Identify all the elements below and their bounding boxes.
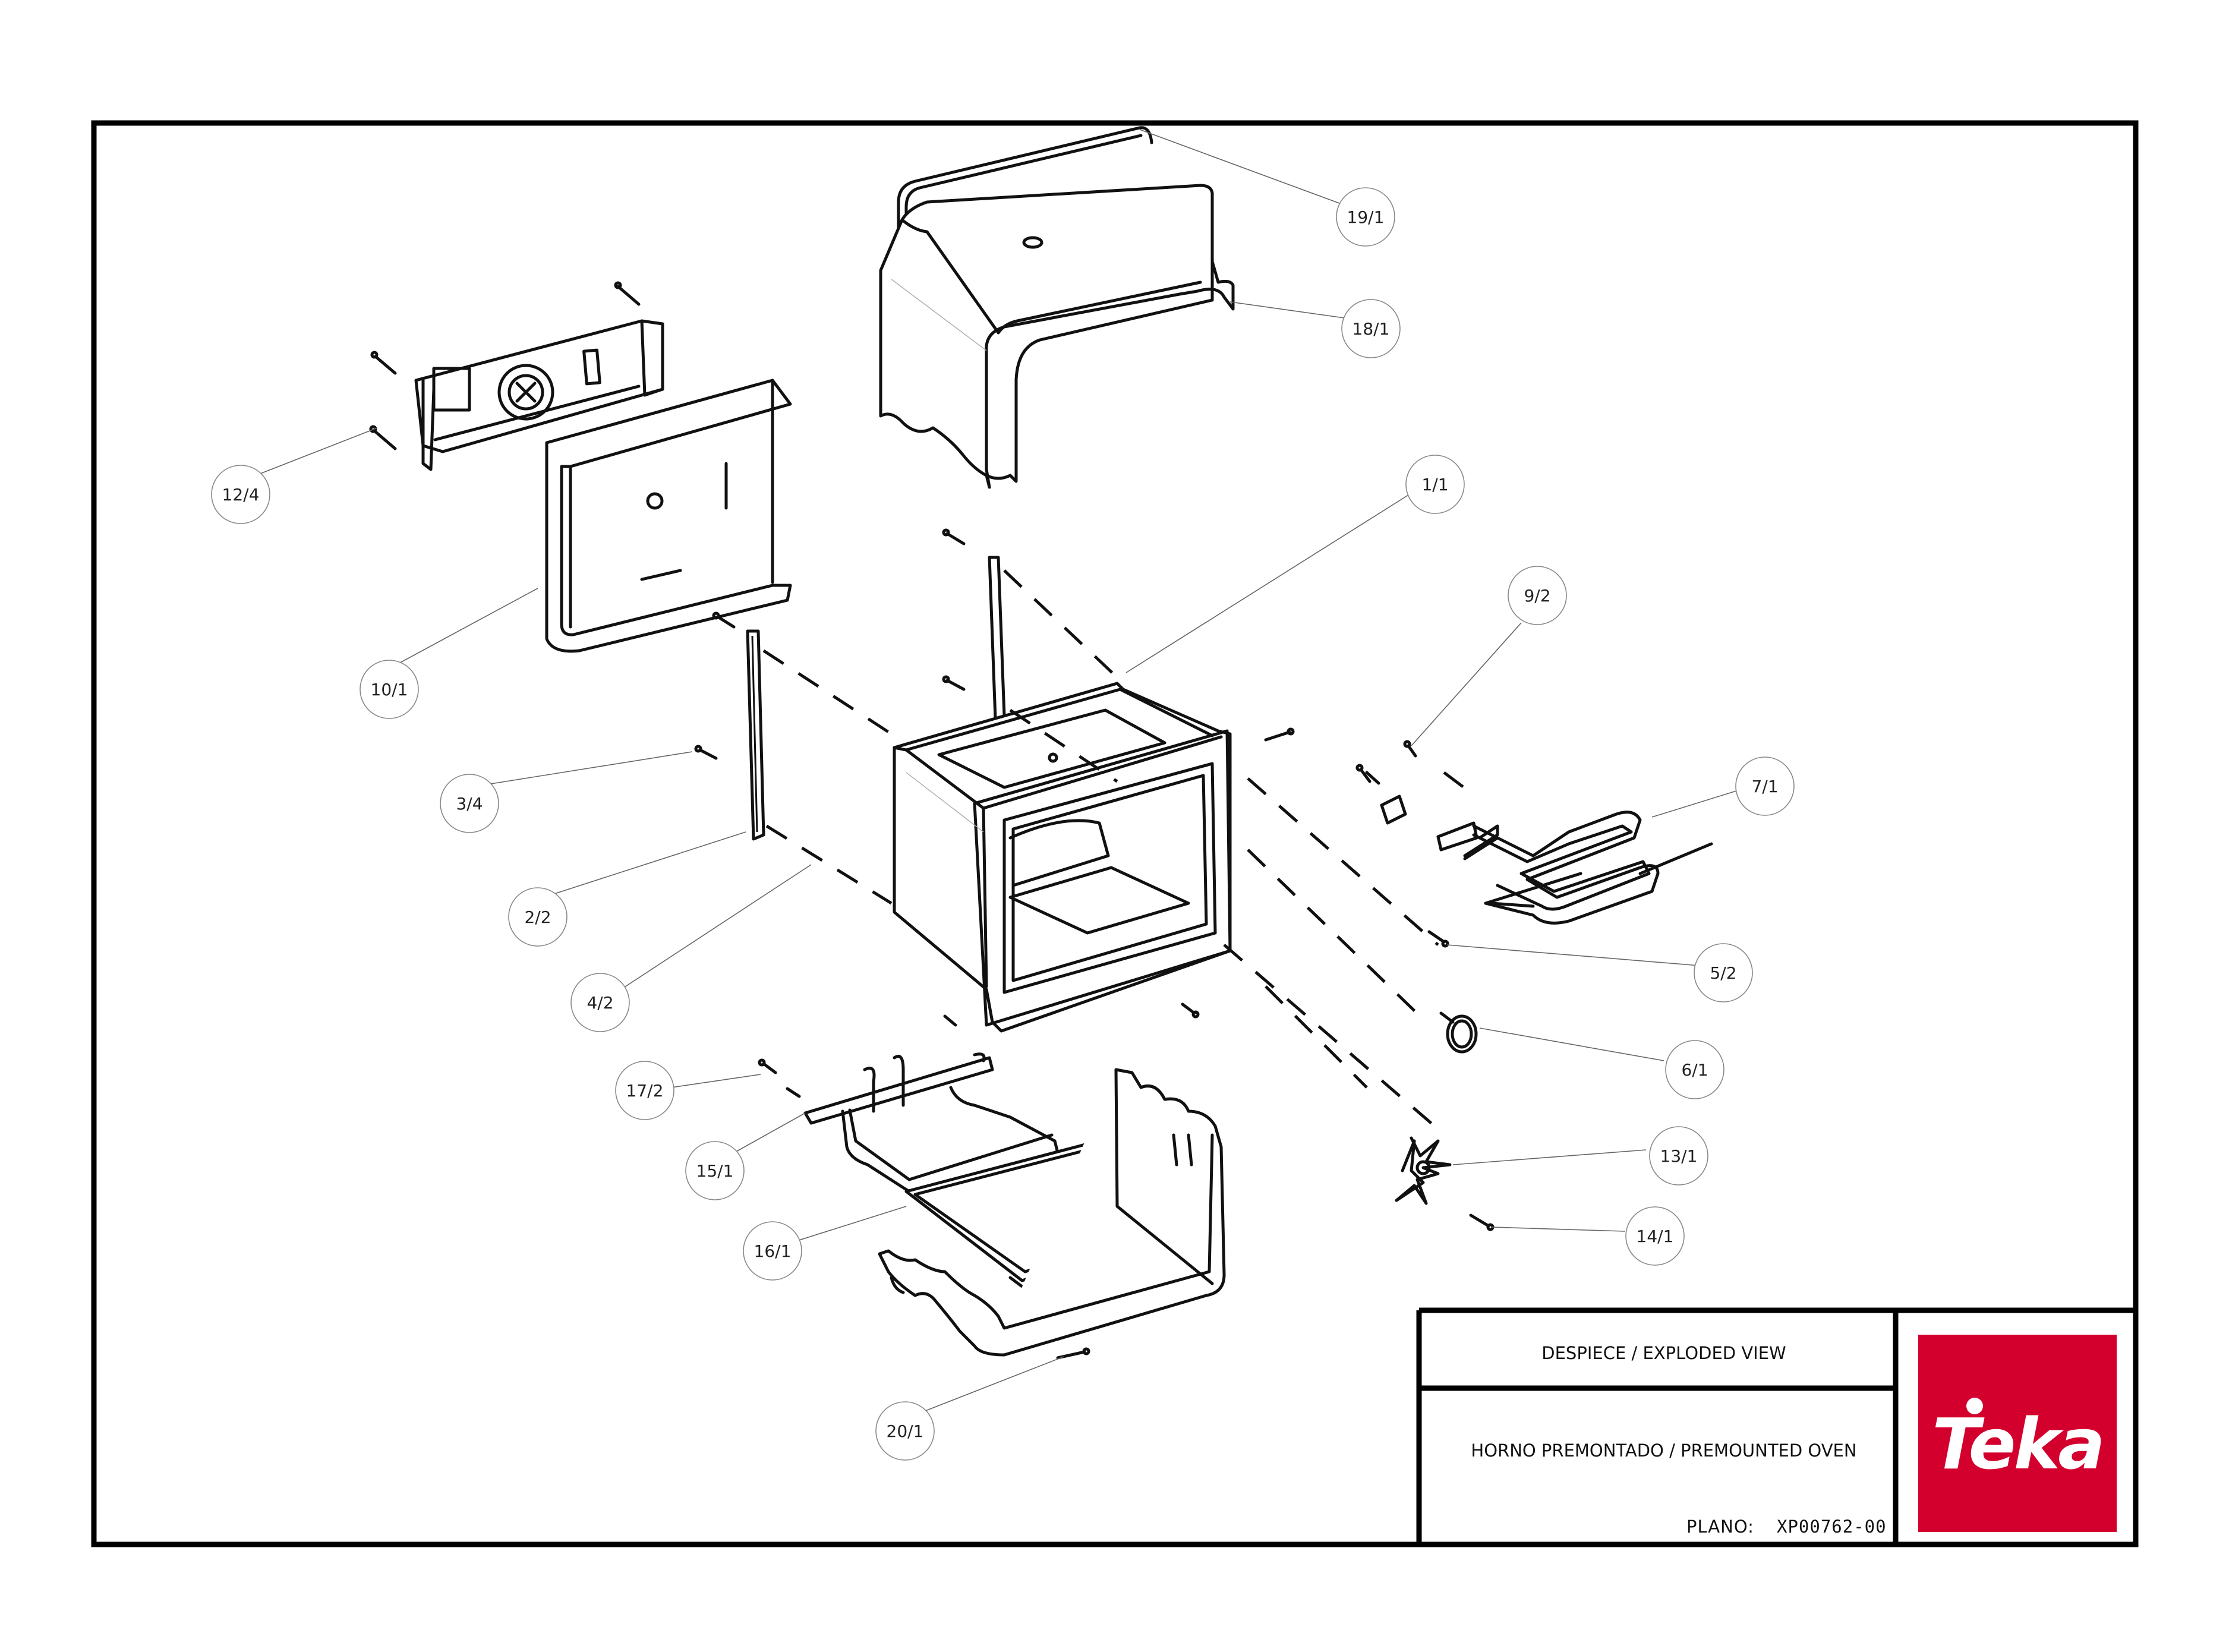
part-2-2-left-rail <box>694 611 765 841</box>
callout-17-2: 17/2 <box>615 1061 674 1120</box>
part-12-4-rear-plate <box>369 281 664 471</box>
callout-3-4: 3/4 <box>440 774 499 833</box>
callout-label: 2/2 <box>524 907 551 927</box>
leader-lines <box>243 129 1739 1412</box>
callout-label: 14/1 <box>1637 1227 1674 1246</box>
callout-label: 9/2 <box>1524 586 1550 606</box>
callout-7-1: 7/1 <box>1735 756 1795 816</box>
part-bottom-housing <box>878 1068 1226 1357</box>
teka-logo: Teka <box>1918 1335 2117 1532</box>
callout-label: 10/1 <box>371 680 408 699</box>
title-block-description: HORNO PREMONTADO / PREMOUNTED OVEN <box>1471 1440 1857 1461</box>
callout-label: 15/1 <box>696 1161 734 1181</box>
callout-label: 18/1 <box>1352 319 1390 339</box>
callout-19-1: 19/1 <box>1336 187 1395 247</box>
callout-18-1: 18/1 <box>1341 299 1401 358</box>
assembly-dash-lines <box>762 569 1469 1130</box>
callout-5-2: 5/2 <box>1694 943 1753 1002</box>
part-13-1-fan <box>1395 1136 1452 1205</box>
callout-6-1: 6/1 <box>1665 1040 1724 1099</box>
callout-label: 7/1 <box>1751 777 1778 796</box>
part-10-1-rear-panel <box>545 379 792 653</box>
part-bracket <box>1365 771 1407 825</box>
callout-12-4: 12/4 <box>211 465 270 524</box>
callout-4-2: 4/2 <box>570 973 630 1032</box>
callout-label: 13/1 <box>1660 1146 1698 1166</box>
screws <box>758 727 1495 1360</box>
callout-9-2: 9/2 <box>1508 566 1567 625</box>
callout-label: 20/1 <box>887 1421 924 1441</box>
callout-label: 17/2 <box>626 1081 664 1101</box>
callout-13-1: 13/1 <box>1649 1126 1708 1186</box>
callout-label: 16/1 <box>754 1241 792 1261</box>
callout-label: 3/4 <box>456 794 483 814</box>
part-6-1-thermostat <box>1439 1011 1478 1054</box>
callout-16-1: 16/1 <box>743 1221 802 1281</box>
teka-logo-text: Teka <box>1932 1403 2102 1485</box>
plano-label: PLANO: <box>1686 1517 1754 1537</box>
callout-10-1: 10/1 <box>360 660 419 719</box>
callout-label: 1/1 <box>1421 475 1448 494</box>
callout-1-1: 1/1 <box>1405 455 1465 514</box>
callout-2-2: 2/2 <box>508 887 568 947</box>
callout-label: 6/1 <box>1681 1060 1708 1080</box>
callout-label: 4/2 <box>587 993 613 1013</box>
plano-code: XP00762-00 <box>1777 1517 1887 1537</box>
callout-15-1: 15/1 <box>685 1141 745 1200</box>
title-block-heading: DESPIECE / EXPLODED VIEW <box>1541 1343 1786 1363</box>
part-right-rail <box>942 528 1006 721</box>
callout-14-1: 14/1 <box>1625 1206 1685 1266</box>
callout-20-1: 20/1 <box>875 1401 935 1461</box>
callout-label: 19/1 <box>1347 207 1385 227</box>
title-block <box>1416 1307 2136 1544</box>
teka-logo-mark: Teka <box>1932 1398 2105 1485</box>
part-18-1-top-cover <box>879 184 1235 489</box>
callout-label: 5/2 <box>1710 963 1736 983</box>
drawing-frame <box>91 120 2139 1547</box>
part-7-1-grill-element <box>1436 811 1713 925</box>
callout-label: 12/4 <box>222 485 260 505</box>
part-1-1-oven-cavity <box>893 682 1232 1033</box>
